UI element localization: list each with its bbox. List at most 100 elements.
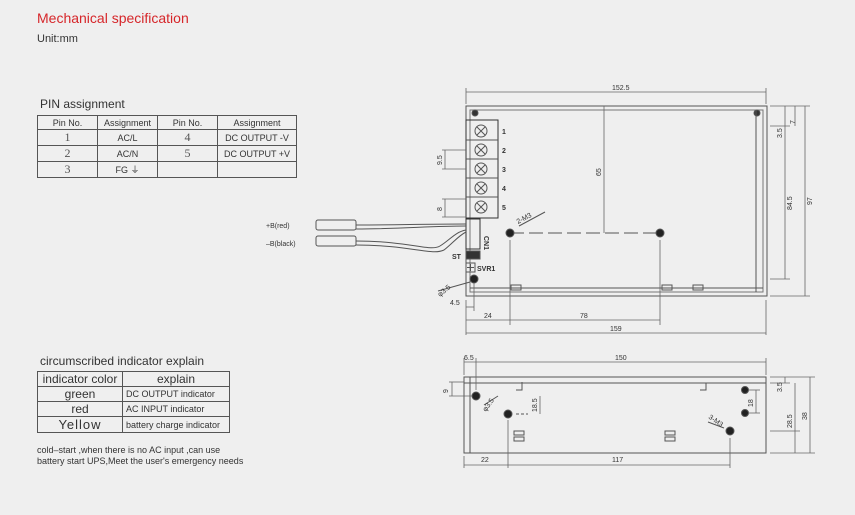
svr1-trimmer [465,262,476,273]
pin-assignment: DC OUTPUT +V [217,145,297,162]
dim-label: 84.5 [787,196,794,210]
wire-label: –B(black) [266,241,296,248]
table-row: Yellow battery charge indicator [37,416,230,433]
side-view-labels: 6.5 150 9 18.5 φ3.5 18 3-M3 3.5 28.5 38 … [443,355,809,464]
cn1-connector [465,218,481,250]
indicator-note: cold–start ,when there is no AC input ,c… [37,445,243,467]
leader-line [518,211,546,227]
dim-label: 18.5 [532,398,539,412]
side-slot [700,382,707,391]
terminal-block [465,119,499,219]
leader-line [437,281,471,292]
dim-label: 22 [481,457,489,464]
mount-hole [471,391,481,401]
indicator-explain: battery charge indicator [122,416,230,433]
st-switch [465,250,481,260]
wire-red-2 [355,225,467,230]
svr1-cross [467,264,474,271]
dim-label: 78 [580,313,588,320]
mount-hole [505,228,515,238]
top-view-inner-outline [469,109,764,293]
mount-hole [725,426,735,436]
dim-label: 159 [610,326,622,333]
dim-label: 28.5 [787,414,794,428]
table-row: 3 FG ⏚ [37,161,297,178]
dia-label: φ3.5 [437,284,453,299]
dim-label: 65 [596,168,603,176]
wire-black-2 [355,231,467,253]
dim-label: 6.5 [464,355,474,362]
dim-label: 3.5 [777,382,784,392]
terminal-screw [474,181,488,195]
corner-hole [753,109,761,117]
side-view-drawing [449,358,815,468]
indicator-color: red [37,401,123,417]
terminal-screw-marks [476,126,486,212]
mount-hole [503,409,513,419]
side-view-outline [463,376,767,454]
wire-red [355,223,467,226]
dim-label: 8 [437,207,444,211]
dim-label: 38 [802,412,809,420]
dim-label: 9 [443,389,450,393]
indicator-color: green [37,386,123,402]
note-line: battery start UPS,Meet the user's emerge… [37,456,244,466]
mount-hole [655,228,665,238]
pin-assignment-table: Pin No. Assignment Pin No. Assignment 1 … [37,115,297,178]
top-dimension-lines [442,88,810,335]
pin-assignment-title: PIN assignment [40,97,125,111]
indicator-color: Yellow [37,416,123,433]
dim-label: 7 [790,120,797,124]
mount-hole [741,386,749,394]
dim-label: 152.5 [612,85,630,92]
page-title: Mechanical specification [37,10,189,26]
terminal-number: 4 [502,186,506,193]
st-label: ST [452,254,462,261]
wire-terminal-red [315,219,357,231]
dia-label: φ3.5 [482,397,496,413]
wire-terminal-black [315,235,357,247]
table-row: red AC INPUT indicator [37,401,230,417]
table-row: 2 AC/N 5 DC OUTPUT +V [37,145,297,162]
corner-hole [471,109,479,117]
side-slot [516,382,523,391]
leader-line [483,395,499,406]
dim-label: 117 [612,457,623,464]
terminal-number: 1 [502,129,506,136]
wire-black [355,229,467,249]
dim-label: 4.5 [450,300,460,307]
mount-hole [741,409,749,417]
unit-label: Unit:mm [37,33,78,45]
side-vent [664,430,676,436]
table-row: 1 AC/L 4 DC OUTPUT -V [37,129,297,146]
side-vent [513,430,525,436]
dim-label: 9.5 [437,155,444,165]
cn1-label: CN1 [482,236,489,250]
dim-label: 18 [748,399,755,407]
terminal-screw [474,124,488,138]
side-vent [664,436,676,442]
pin-assignment [217,161,297,178]
dim-label: 24 [484,313,492,320]
dim-label: 3.5 [777,128,784,138]
side-dimension-lines [449,358,815,468]
mount-hole [469,274,479,284]
terminal-number: 5 [502,205,506,212]
terminal-screw [474,162,488,176]
dim-label: 150 [615,355,627,362]
hole-label: 3-M3 [707,414,724,429]
dim-label: 97 [807,197,814,205]
leader-line [707,421,725,429]
slot [661,284,673,291]
side-vent [513,436,525,442]
table-row: green DC OUTPUT indicator [37,386,230,402]
top-view-drawing [315,88,810,335]
top-view-outline [465,105,768,297]
slot [510,284,522,291]
indicator-table: indicator color explain green DC OUTPUT … [37,371,230,433]
svr1-label: SVR1 [477,266,495,273]
hole-label: 2-M3 [516,212,533,226]
wire-label: +B(red) [266,223,290,230]
terminal-screw [474,143,488,157]
